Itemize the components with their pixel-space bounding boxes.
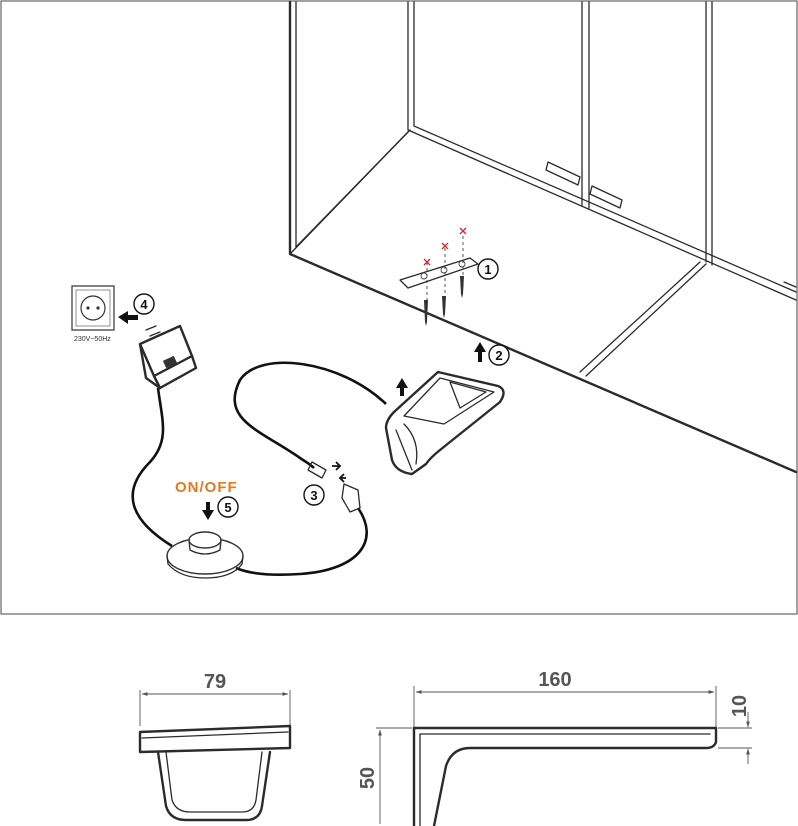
side-view-drawing	[376, 686, 752, 826]
plug-connectors	[307, 461, 361, 513]
mounting-plate	[399, 227, 479, 326]
on-off-label: ON/OFF	[175, 479, 238, 496]
step-1-number: 1	[484, 262, 491, 277]
foot-switch	[166, 531, 244, 579]
step-2-badge: 2	[488, 344, 510, 366]
wall-cabinet	[288, 0, 798, 474]
step-5-number: 5	[224, 500, 231, 515]
step-4-badge: 4	[133, 293, 155, 315]
diagram-frame	[0, 0, 798, 615]
step-4-number: 4	[140, 297, 148, 312]
socket-voltage-label: 230V~50Hz	[74, 336, 111, 343]
step-2-number: 2	[495, 348, 502, 363]
thickness-dimension: 10	[729, 695, 751, 717]
step-1-badge: 1	[477, 258, 499, 280]
wall-socket	[71, 285, 115, 331]
step-3-badge: 3	[303, 484, 325, 506]
direction-arrows	[118, 311, 486, 520]
step-5-badge: 5	[217, 496, 239, 518]
width-dimension: 79	[204, 671, 226, 693]
power-cables	[131, 361, 387, 577]
front-view-drawing	[138, 690, 292, 822]
height-dimension: 50	[357, 767, 379, 789]
led-lamp	[384, 370, 505, 476]
step-3-number: 3	[310, 488, 317, 503]
length-dimension: 160	[538, 669, 571, 691]
power-adapter	[138, 324, 198, 390]
